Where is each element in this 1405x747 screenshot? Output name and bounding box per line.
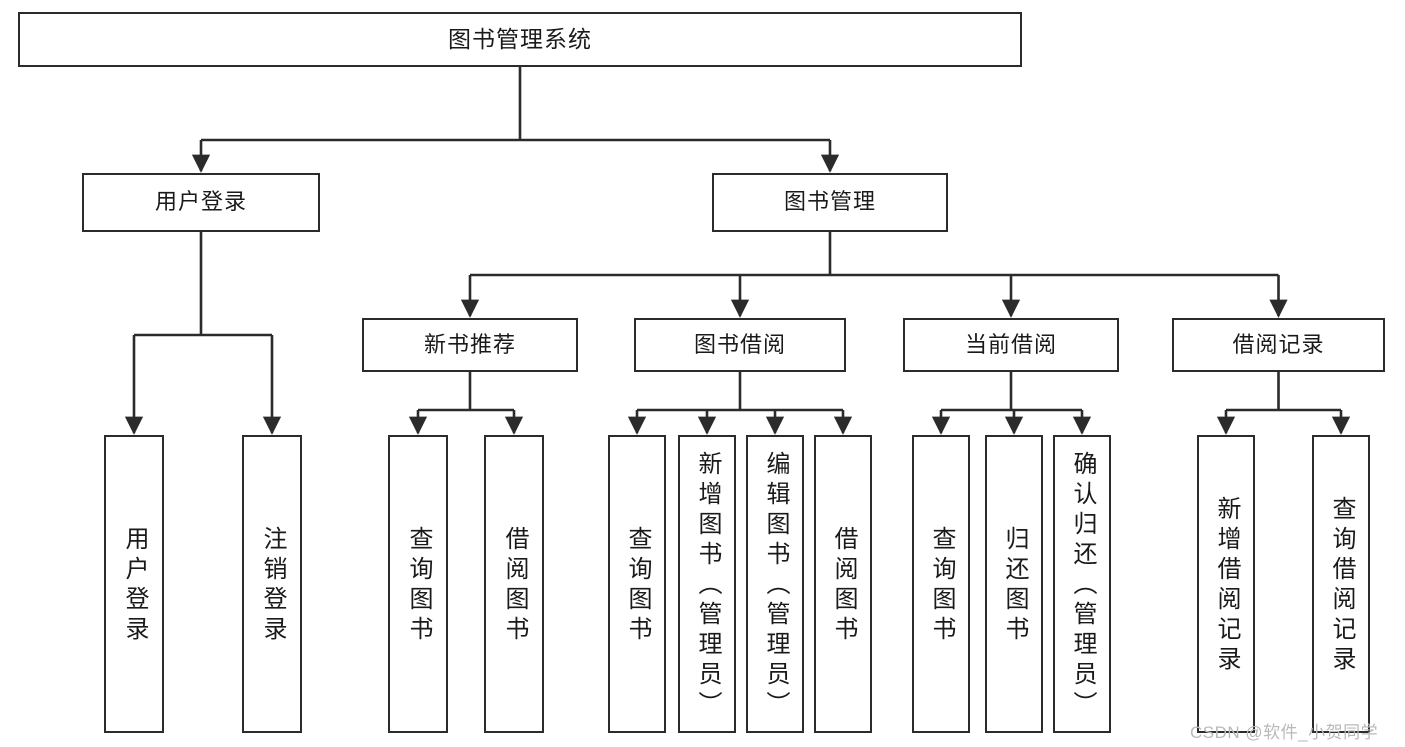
- leaf-confirm-return-admin[interactable]: 确认归还（管理员）: [1053, 435, 1111, 733]
- node-root[interactable]: 图书管理系统: [18, 12, 1022, 67]
- leaf-add-borrow-record[interactable]: 新增借阅记录: [1197, 435, 1255, 733]
- leaf-query-book-borrow[interactable]: 查询图书: [608, 435, 666, 733]
- leaf-logout[interactable]: 注销登录: [242, 435, 302, 733]
- leaf-query-book-current[interactable]: 查询图书: [912, 435, 970, 733]
- node-user-login[interactable]: 用户登录: [82, 173, 320, 232]
- leaf-query-borrow-record[interactable]: 查询借阅记录: [1312, 435, 1370, 733]
- leaf-query-book-rec[interactable]: 查询图书: [388, 435, 448, 733]
- node-current-borrow[interactable]: 当前借阅: [903, 318, 1119, 372]
- node-borrow-record[interactable]: 借阅记录: [1172, 318, 1385, 372]
- watermark-text: CSDN @软件_小贺同学: [1190, 723, 1379, 742]
- leaf-add-book-admin[interactable]: 新增图书（管理员）: [678, 435, 736, 733]
- node-book-management[interactable]: 图书管理: [712, 173, 948, 232]
- leaf-borrow-book-rec[interactable]: 借阅图书: [484, 435, 544, 733]
- leaf-borrow-book[interactable]: 借阅图书: [814, 435, 872, 733]
- leaf-return-book[interactable]: 归还图书: [985, 435, 1043, 733]
- node-book-borrow[interactable]: 图书借阅: [634, 318, 846, 372]
- node-new-book-recommend[interactable]: 新书推荐: [362, 318, 578, 372]
- leaf-user-login[interactable]: 用户登录: [104, 435, 164, 733]
- leaf-edit-book-admin[interactable]: 编辑图书（管理员）: [746, 435, 804, 733]
